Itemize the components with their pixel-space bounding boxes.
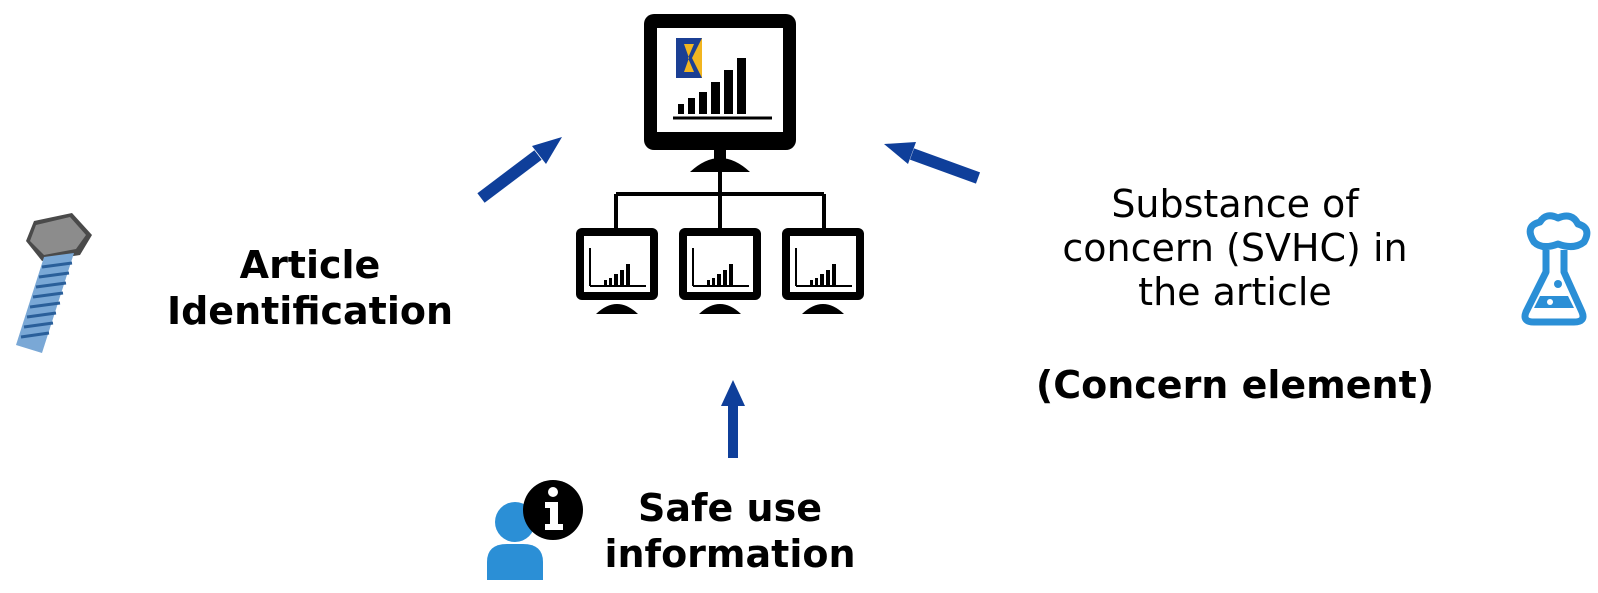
- network-connectors: [614, 172, 826, 230]
- safe-use-information-label: Safe use information: [580, 485, 880, 577]
- arrow-up-icon: [721, 380, 745, 458]
- article-identification-label: Article Identification: [120, 242, 500, 334]
- svhc-label: Substance of concern (SVHC) in the artic…: [985, 182, 1485, 314]
- article-label-line2: Identification: [166, 289, 454, 333]
- small-monitor-icon: [576, 228, 658, 314]
- user-info-icon: [483, 470, 593, 580]
- main-monitor-icon: [644, 14, 796, 172]
- small-monitor-icon: [782, 228, 864, 314]
- small-monitor-icon: [679, 228, 761, 314]
- concern-element-label: (Concern element): [1035, 363, 1435, 407]
- arrow-right-icon: [884, 142, 981, 184]
- echa-logo-icon: [676, 38, 702, 78]
- svhc-label-line2: concern (SVHC) in: [1062, 226, 1408, 270]
- svhc-label-line3: the article: [1138, 270, 1332, 314]
- safe-use-label-line2: information: [604, 532, 856, 576]
- arrow-left-icon: [477, 137, 562, 203]
- article-label-line1: Article: [239, 243, 381, 287]
- monitor-network-graphic: [576, 14, 864, 314]
- monitor-network: [560, 8, 880, 328]
- flask-icon: [1512, 212, 1598, 332]
- bolt-icon: [6, 205, 96, 355]
- safe-use-label-line1: Safe use: [638, 486, 822, 530]
- svhc-label-line1: Substance of: [1111, 182, 1359, 226]
